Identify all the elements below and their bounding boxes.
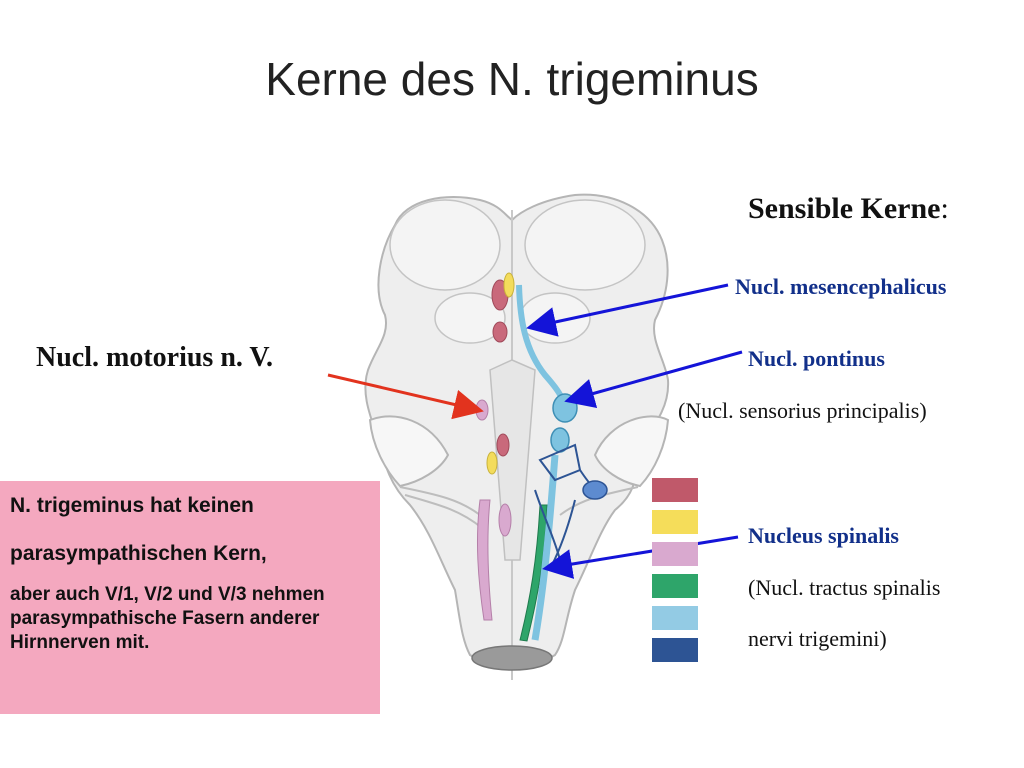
label-spinalis: Nucleus spinalis: [748, 523, 899, 548]
legend-swatch-yellow: [652, 510, 698, 534]
peduncle-right: [593, 415, 670, 488]
label-mesencephalicus: Nucl. mesencephalicus: [735, 274, 947, 299]
note-box: N. trigeminus hat keinen parasympathisch…: [0, 481, 380, 714]
label-motorius: Nucl. motorius n. V.: [36, 342, 274, 373]
label-sensorius: (Nucl. sensorius principalis): [678, 398, 927, 423]
arrow-mesencephalicus: [526, 283, 729, 337]
sensible-kerne-heading: Sensible Kerne:: [748, 192, 949, 225]
legend-swatch-lightblue: [652, 606, 698, 630]
legend-swatch-red: [652, 478, 698, 502]
note-line-2: parasympathischen Kern,: [10, 542, 267, 565]
label-pontinus: Nucl. pontinus: [748, 346, 885, 371]
color-legend: [652, 478, 698, 670]
legend-swatch-green: [652, 574, 698, 598]
arrow-pontinus: [564, 350, 743, 408]
label-tractus: (Nucl. tractus spinalis: [748, 575, 941, 600]
note-line-1: N. trigeminus hat keinen: [10, 494, 254, 517]
legend-swatch-darkblue: [652, 638, 698, 662]
label-trigemini: nervi trigemini): [748, 626, 887, 651]
arrow-motorius: [327, 373, 484, 420]
peduncle-left: [368, 415, 450, 488]
note-line-3: aber auch V/1, V/2 und V/3 nehmen parasy…: [10, 584, 325, 653]
arrow-spinalis: [542, 535, 739, 579]
legend-swatch-pink: [652, 542, 698, 566]
slide-title: Kerne des N. trigeminus: [265, 53, 759, 105]
